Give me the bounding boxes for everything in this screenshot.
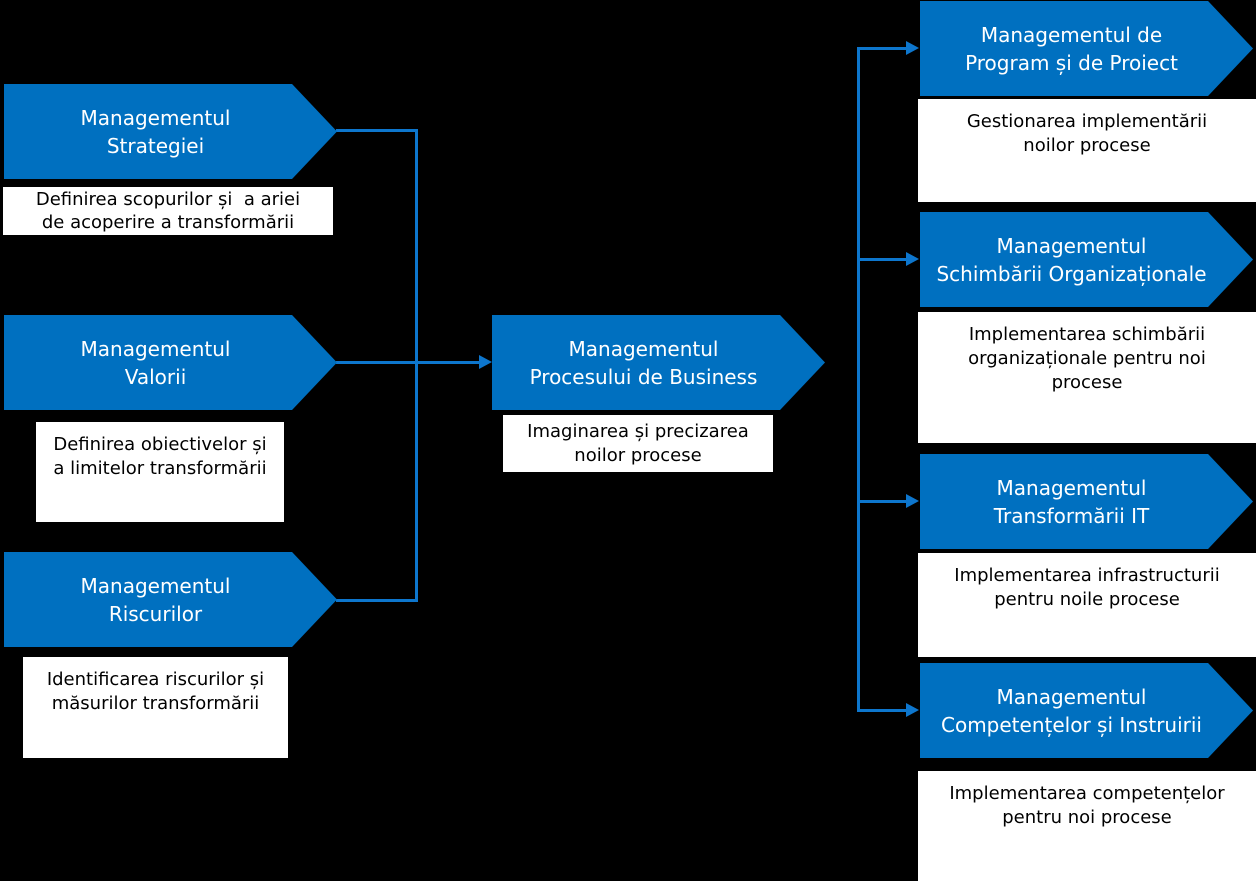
arrow-managementul-valorii: Managementul Valorii [4,315,337,410]
desc-managementul-schimbarii-organizationale: Implementarea schimbării organizaționale… [918,312,1256,443]
arrow-title: Managementul Valorii [80,336,231,389]
desc-managementul-program-proiect: Gestionarea implementării noilor procese [918,99,1256,202]
arrow-managementul-riscurilor: Managementul Riscurilor [4,552,337,647]
arrow-title: Managementul Transformării IT [993,475,1150,528]
arrow-managementul-program-proiect: Managementul de Program și de Proiect [920,1,1253,96]
arrow-managementul-schimbarii-organizationale: Managementul Schimbării Organizaționale [920,212,1253,307]
desc-managementul-procesului-business: Imaginarea și precizarea noilor procese [503,415,773,472]
arrowhead-into-program-proiect [906,41,919,55]
connector-to-program-proiect [857,47,906,50]
desc-managementul-competentelor-instruirii: Implementarea competențelor pentru noi p… [918,771,1256,881]
arrowhead-into-transformarii-it [906,494,919,508]
arrowhead-into-competentelor [906,703,919,717]
connector-strategiei [336,129,418,132]
connector-to-transformarii-it [857,500,906,503]
connector-to-schimbarii [857,258,906,261]
arrowhead-into-business-process [479,355,492,369]
arrowhead-into-schimbarii [906,252,919,266]
desc-managementul-transformarii-it: Implementarea infrastructurii pentru noi… [918,553,1256,657]
arrow-managementul-transformarii-it: Managementul Transformării IT [920,454,1253,549]
arrow-managementul-competentelor-instruirii: Managementul Competențelor și Instruirii [920,663,1253,758]
arrow-title: Managementul de Program și de Proiect [965,22,1178,75]
arrow-title: Managementul Strategiei [80,105,231,158]
connector-valorii-to-center [336,361,479,364]
desc-managementul-valorii: Definirea obiectivelor și a limitelor tr… [36,422,284,522]
connector-left-vertical [415,130,418,601]
desc-managementul-riscurilor: Identificarea riscurilor și măsurilor tr… [23,657,288,758]
arrow-title: Managementul Procesului de Business [529,336,758,389]
connector-right-vertical [857,47,860,711]
connector-to-competentelor [857,709,906,712]
connector-riscurilor [336,599,418,602]
desc-managementul-strategiei: Definirea scopurilor și a ariei de acope… [3,187,333,235]
arrow-title: Managementul Competențelor și Instruirii [941,684,1202,737]
arrow-managementul-strategiei: Managementul Strategiei [4,84,337,179]
arrow-managementul-procesului-business: Managementul Procesului de Business [492,315,825,410]
arrow-title: Managementul Schimbării Organizaționale [936,233,1207,286]
arrow-title: Managementul Riscurilor [80,573,231,626]
